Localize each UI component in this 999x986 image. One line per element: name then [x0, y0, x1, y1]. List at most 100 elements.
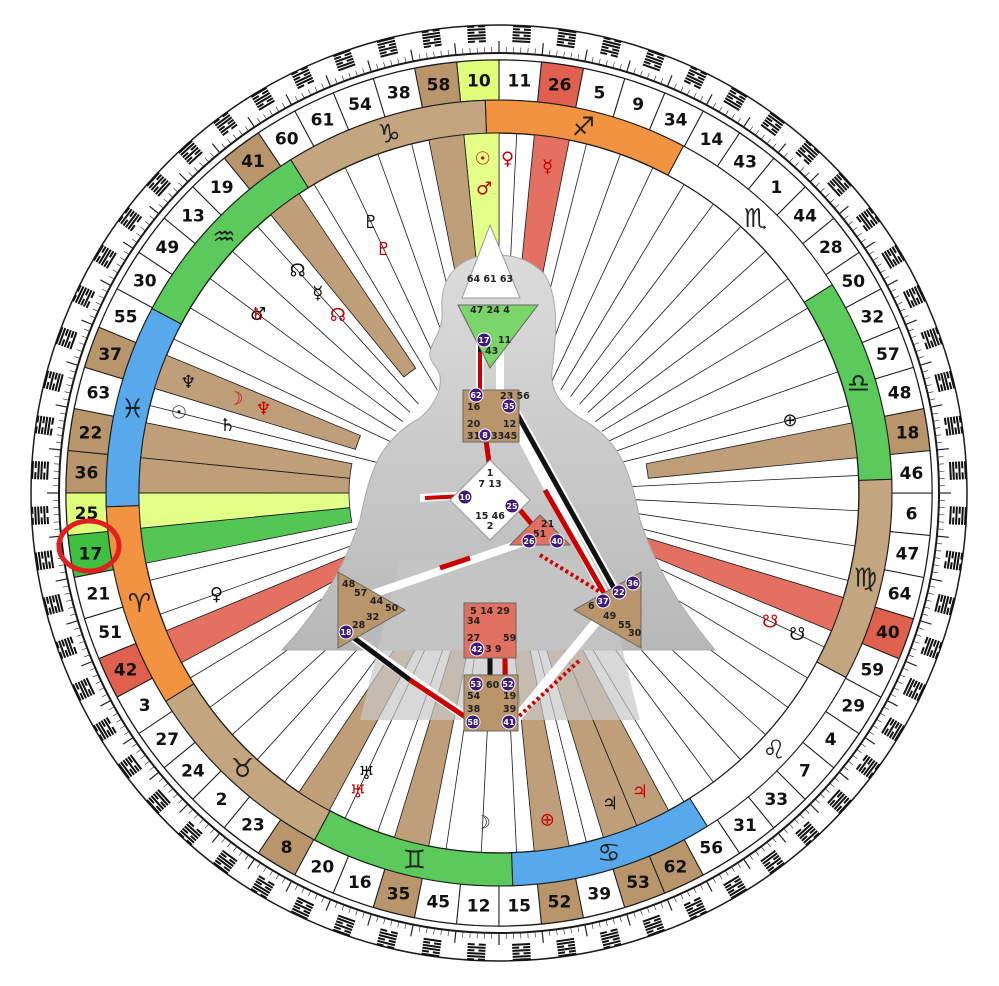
- tick-mark: [927, 592, 934, 595]
- hexagram-line: [124, 206, 131, 214]
- hexagram-line: [827, 789, 841, 804]
- gate-label: 64: [888, 584, 912, 604]
- gate-label: 37: [98, 345, 122, 365]
- hexagram-line: [645, 923, 664, 932]
- hexagram-line: [250, 888, 258, 894]
- tick-mark: [120, 725, 126, 729]
- hexagram-line: [939, 384, 944, 392]
- hexagram-icon: [949, 461, 967, 480]
- tick-mark: [915, 634, 922, 637]
- tick-mark: [899, 674, 906, 678]
- tick-mark: [930, 578, 943, 582]
- tick-mark: [447, 49, 450, 56]
- tick-mark: [619, 916, 622, 922]
- tick-mark: [605, 919, 608, 926]
- hexagram-line: [76, 284, 82, 292]
- tick-mark: [112, 269, 119, 274]
- tick-mark: [247, 858, 256, 870]
- tick-mark: [910, 647, 917, 651]
- hexagram-line: [867, 207, 874, 214]
- gate-label: 39: [587, 885, 611, 905]
- sacral-row1: 5 14 29: [470, 606, 510, 617]
- ajna-center: [457, 304, 540, 369]
- tick-mark: [755, 130, 760, 136]
- tick-mark: [598, 58, 601, 65]
- spoke-line: [549, 167, 654, 385]
- tick-mark: [804, 172, 810, 178]
- tick-mark: [447, 930, 450, 937]
- hexagram-line: [644, 57, 663, 66]
- tick-mark: [829, 198, 835, 204]
- tick-mark: [178, 798, 184, 804]
- hexagram-line: [111, 726, 117, 734]
- hexagram-line: [865, 761, 878, 778]
- hexagram-line: [862, 224, 869, 232]
- hexagram-line: [894, 244, 906, 262]
- hexagram-line: [46, 517, 49, 525]
- hexagram-line: [190, 835, 197, 842]
- tick-mark: [244, 126, 249, 132]
- hexagram-line: [49, 550, 55, 569]
- tick-mark: [390, 60, 393, 67]
- hexagram-line: [938, 337, 943, 345]
- sacral-gates-3-9: 3 9: [485, 644, 502, 655]
- hexagram-line: [926, 329, 931, 338]
- venus-design-icon: ♀: [501, 148, 514, 169]
- tick-mark: [100, 279, 112, 287]
- tick-mark: [440, 929, 442, 936]
- hexagram-icon: [55, 636, 78, 660]
- hexagram-line: [803, 158, 810, 165]
- hexagram-line: [390, 930, 399, 935]
- hexagram-line: [952, 416, 956, 424]
- hexagram-line: [186, 839, 193, 846]
- hexagram-line: [146, 799, 160, 814]
- spoke-line: [579, 226, 742, 405]
- hexagram-line: [434, 43, 442, 47]
- hexagram-line: [772, 854, 780, 861]
- hexagram-line: [827, 182, 841, 197]
- hexagram-line: [58, 651, 64, 660]
- hexagram-line: [333, 55, 342, 61]
- hexagram-line: [923, 330, 932, 349]
- hexagram-line: [888, 247, 900, 265]
- tick-mark: [376, 64, 379, 70]
- hexagram-line: [835, 805, 843, 813]
- tick-mark: [814, 798, 820, 804]
- hexagram-line: [955, 415, 961, 435]
- planet-spoke: [154, 354, 361, 450]
- hexagram-line: [40, 551, 44, 559]
- center-gate-numbers: 64 61 63 47 24 4 11 43 23 56 16 20 12 31…: [342, 274, 642, 715]
- hexagram-line: [155, 791, 169, 806]
- hexagram-line: [948, 597, 956, 616]
- tick-mark: [454, 43, 457, 56]
- tick-mark: [325, 899, 332, 911]
- tick-mark: [794, 162, 799, 168]
- hexagram-line: [85, 301, 91, 309]
- hexagram-line: [867, 772, 874, 780]
- hexagram-line: [602, 42, 621, 49]
- tick-mark: [275, 106, 280, 113]
- tick-mark: [930, 404, 943, 408]
- hexagram-line: [874, 763, 881, 771]
- tick-mark: [548, 49, 551, 56]
- hexagram-line: [600, 931, 619, 938]
- planet-spoke: [270, 193, 417, 378]
- tick-mark: [397, 58, 400, 65]
- throat-gate-20: 20: [467, 419, 481, 430]
- tick-mark: [917, 356, 924, 359]
- tick-mark: [367, 913, 372, 926]
- gate-label: 58: [427, 75, 451, 95]
- hexagram-line: [218, 854, 234, 867]
- hexagram-icon: [467, 25, 486, 43]
- hexagram-icon: [902, 677, 926, 702]
- hexagram-line: [58, 327, 67, 346]
- activated-gate-badges: 17 62 35 8 10 25 26 40 18 36 22 37 42 53…: [338, 332, 641, 730]
- hexagram-line: [214, 114, 231, 127]
- hexagram-line: [256, 102, 264, 109]
- hexagram-line: [523, 952, 531, 955]
- svg-text:62: 62: [470, 391, 481, 400]
- hexagram-line: [653, 917, 662, 922]
- hexagram-line: [807, 154, 814, 161]
- hexagram-line: [218, 125, 226, 132]
- hexagram-line: [512, 958, 531, 961]
